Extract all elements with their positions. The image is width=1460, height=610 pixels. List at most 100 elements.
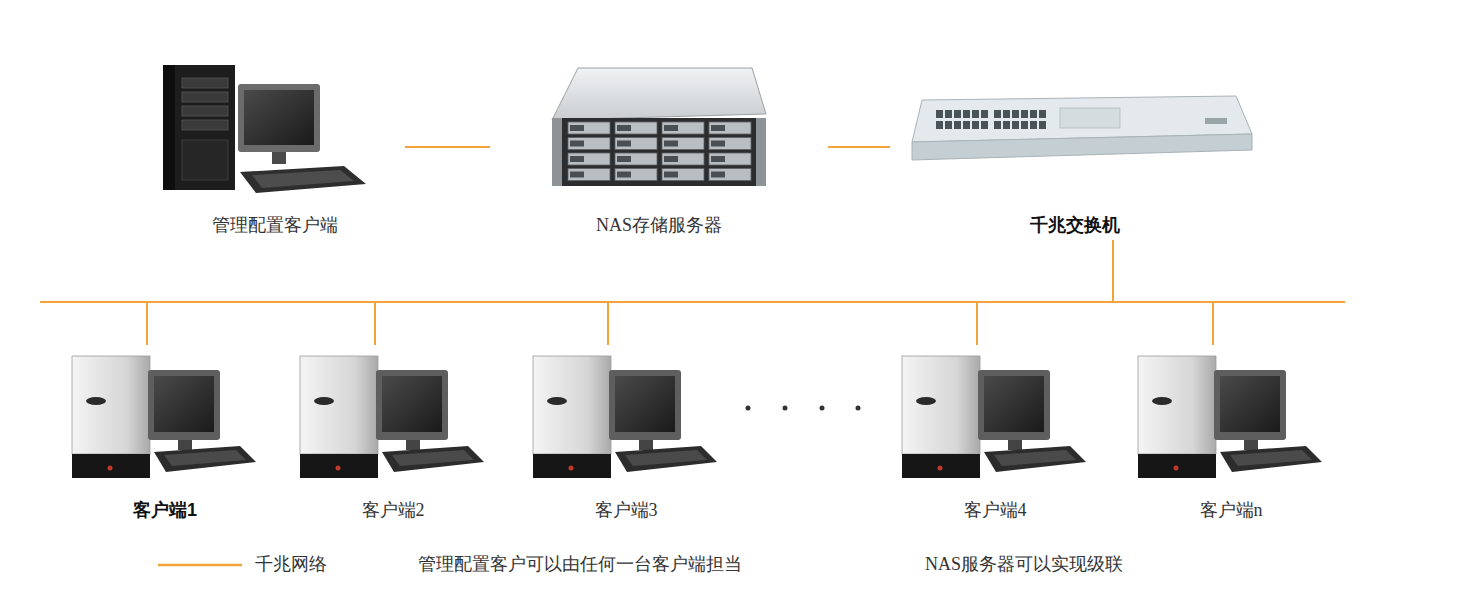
- ellipsis-dot: [746, 406, 751, 411]
- device-label: 管理配置客户端: [212, 214, 338, 236]
- drive-latch: [664, 125, 678, 131]
- client-pc: [1138, 356, 1322, 478]
- monitor-screen: [984, 376, 1044, 432]
- network-link: [1113, 240, 1213, 345]
- tower-base: [72, 454, 150, 478]
- device-label: NAS存储服务器: [596, 214, 722, 236]
- drive-tray: [662, 153, 704, 165]
- switch-port: [945, 121, 952, 129]
- monitor-stand: [1008, 440, 1022, 450]
- monitor-stand: [406, 440, 420, 450]
- drive-tray: [709, 169, 751, 181]
- switch-port: [963, 121, 970, 129]
- ellipsis-dot: [820, 406, 825, 411]
- switch-port: [945, 110, 952, 118]
- nas-handle-right: [756, 118, 766, 186]
- power-led: [569, 466, 574, 471]
- monitor-screen: [1220, 376, 1280, 432]
- client-pc: [300, 356, 484, 478]
- switch-port: [981, 110, 988, 118]
- switch-logo: [1205, 118, 1227, 124]
- drive-tray: [568, 153, 610, 165]
- drive-tray: [709, 138, 751, 150]
- monitor-bezel: [376, 370, 448, 440]
- nas-server: [552, 68, 766, 186]
- keyboard-keys: [1230, 450, 1312, 466]
- monitor-screen: [154, 376, 214, 432]
- switch-port: [972, 110, 979, 118]
- switch-port: [1030, 110, 1037, 118]
- nas-lid: [552, 68, 766, 120]
- network-link: [147, 240, 1113, 345]
- drive-tray: [615, 169, 657, 181]
- switch-port: [1003, 121, 1010, 129]
- monitor-bezel: [148, 370, 220, 440]
- keyboard-keys: [392, 450, 474, 466]
- power-led: [1174, 466, 1179, 471]
- device-node: 客户端1: [70, 345, 260, 525]
- power-led: [336, 466, 341, 471]
- keyboard: [154, 446, 256, 472]
- drive-tray: [615, 153, 657, 165]
- tower-base: [300, 454, 378, 478]
- pc-tower: [533, 356, 611, 454]
- monitor-stand: [272, 152, 286, 164]
- drive-latch: [711, 156, 725, 162]
- device-node: NAS存储服务器: [490, 60, 828, 240]
- keyboard-keys: [625, 450, 707, 466]
- network-link: [405, 146, 490, 148]
- keyboard: [615, 446, 717, 472]
- tower-grille: [182, 140, 228, 180]
- drive-latch: [711, 125, 725, 131]
- drive-tray: [568, 122, 610, 134]
- switch-panel: [1060, 108, 1120, 128]
- monitor-stand: [1244, 440, 1258, 450]
- switch-port: [1039, 110, 1046, 118]
- note-text: NAS服务器可以实现级联: [925, 553, 1123, 575]
- client-pc: [72, 356, 256, 478]
- device-node: 千兆交换机: [890, 60, 1260, 240]
- drive-bay: [182, 92, 228, 102]
- drive-tray: [615, 122, 657, 134]
- switch-port: [1039, 121, 1046, 129]
- device-node: 客户端2: [298, 345, 488, 525]
- device-label: 千兆交换机: [1030, 214, 1120, 236]
- monitor-bezel: [978, 370, 1050, 440]
- legend-line: [158, 564, 242, 567]
- drive-latch: [570, 156, 584, 162]
- tower-button: [916, 397, 936, 405]
- switch-port: [994, 121, 1001, 129]
- drive-latch: [664, 141, 678, 147]
- switch-port: [1003, 110, 1010, 118]
- drive-tray: [662, 169, 704, 181]
- client-pc: [533, 356, 717, 478]
- monitor-bezel: [238, 84, 320, 152]
- note-text: 管理配置客户可以由任何一台客户端担当: [418, 553, 742, 575]
- drive-bay: [182, 78, 228, 88]
- drive-latch: [664, 172, 678, 178]
- device-label: 客户端4: [964, 499, 1027, 521]
- drive-latch: [570, 172, 584, 178]
- nas-front: [552, 118, 766, 186]
- keyboard: [240, 166, 366, 193]
- keyboard-keys: [164, 450, 246, 466]
- network-link: [608, 240, 1113, 345]
- monitor-bezel: [1214, 370, 1286, 440]
- switch-port: [1012, 121, 1019, 129]
- keyboard-keys: [994, 450, 1076, 466]
- switch-port: [936, 110, 943, 118]
- switch-port: [1021, 121, 1028, 129]
- monitor-screen: [382, 376, 442, 432]
- switch-port: [994, 110, 1001, 118]
- monitor-screen: [615, 376, 675, 432]
- drive-bay: [182, 120, 228, 130]
- drive-tray: [615, 138, 657, 150]
- switch-port: [954, 121, 961, 129]
- pc-tower: [300, 356, 378, 454]
- power-led: [108, 466, 113, 471]
- switch-port: [972, 121, 979, 129]
- drive-latch: [570, 141, 584, 147]
- switch-port: [981, 121, 988, 129]
- drive-latch: [617, 125, 631, 131]
- bus-stub: [40, 301, 150, 303]
